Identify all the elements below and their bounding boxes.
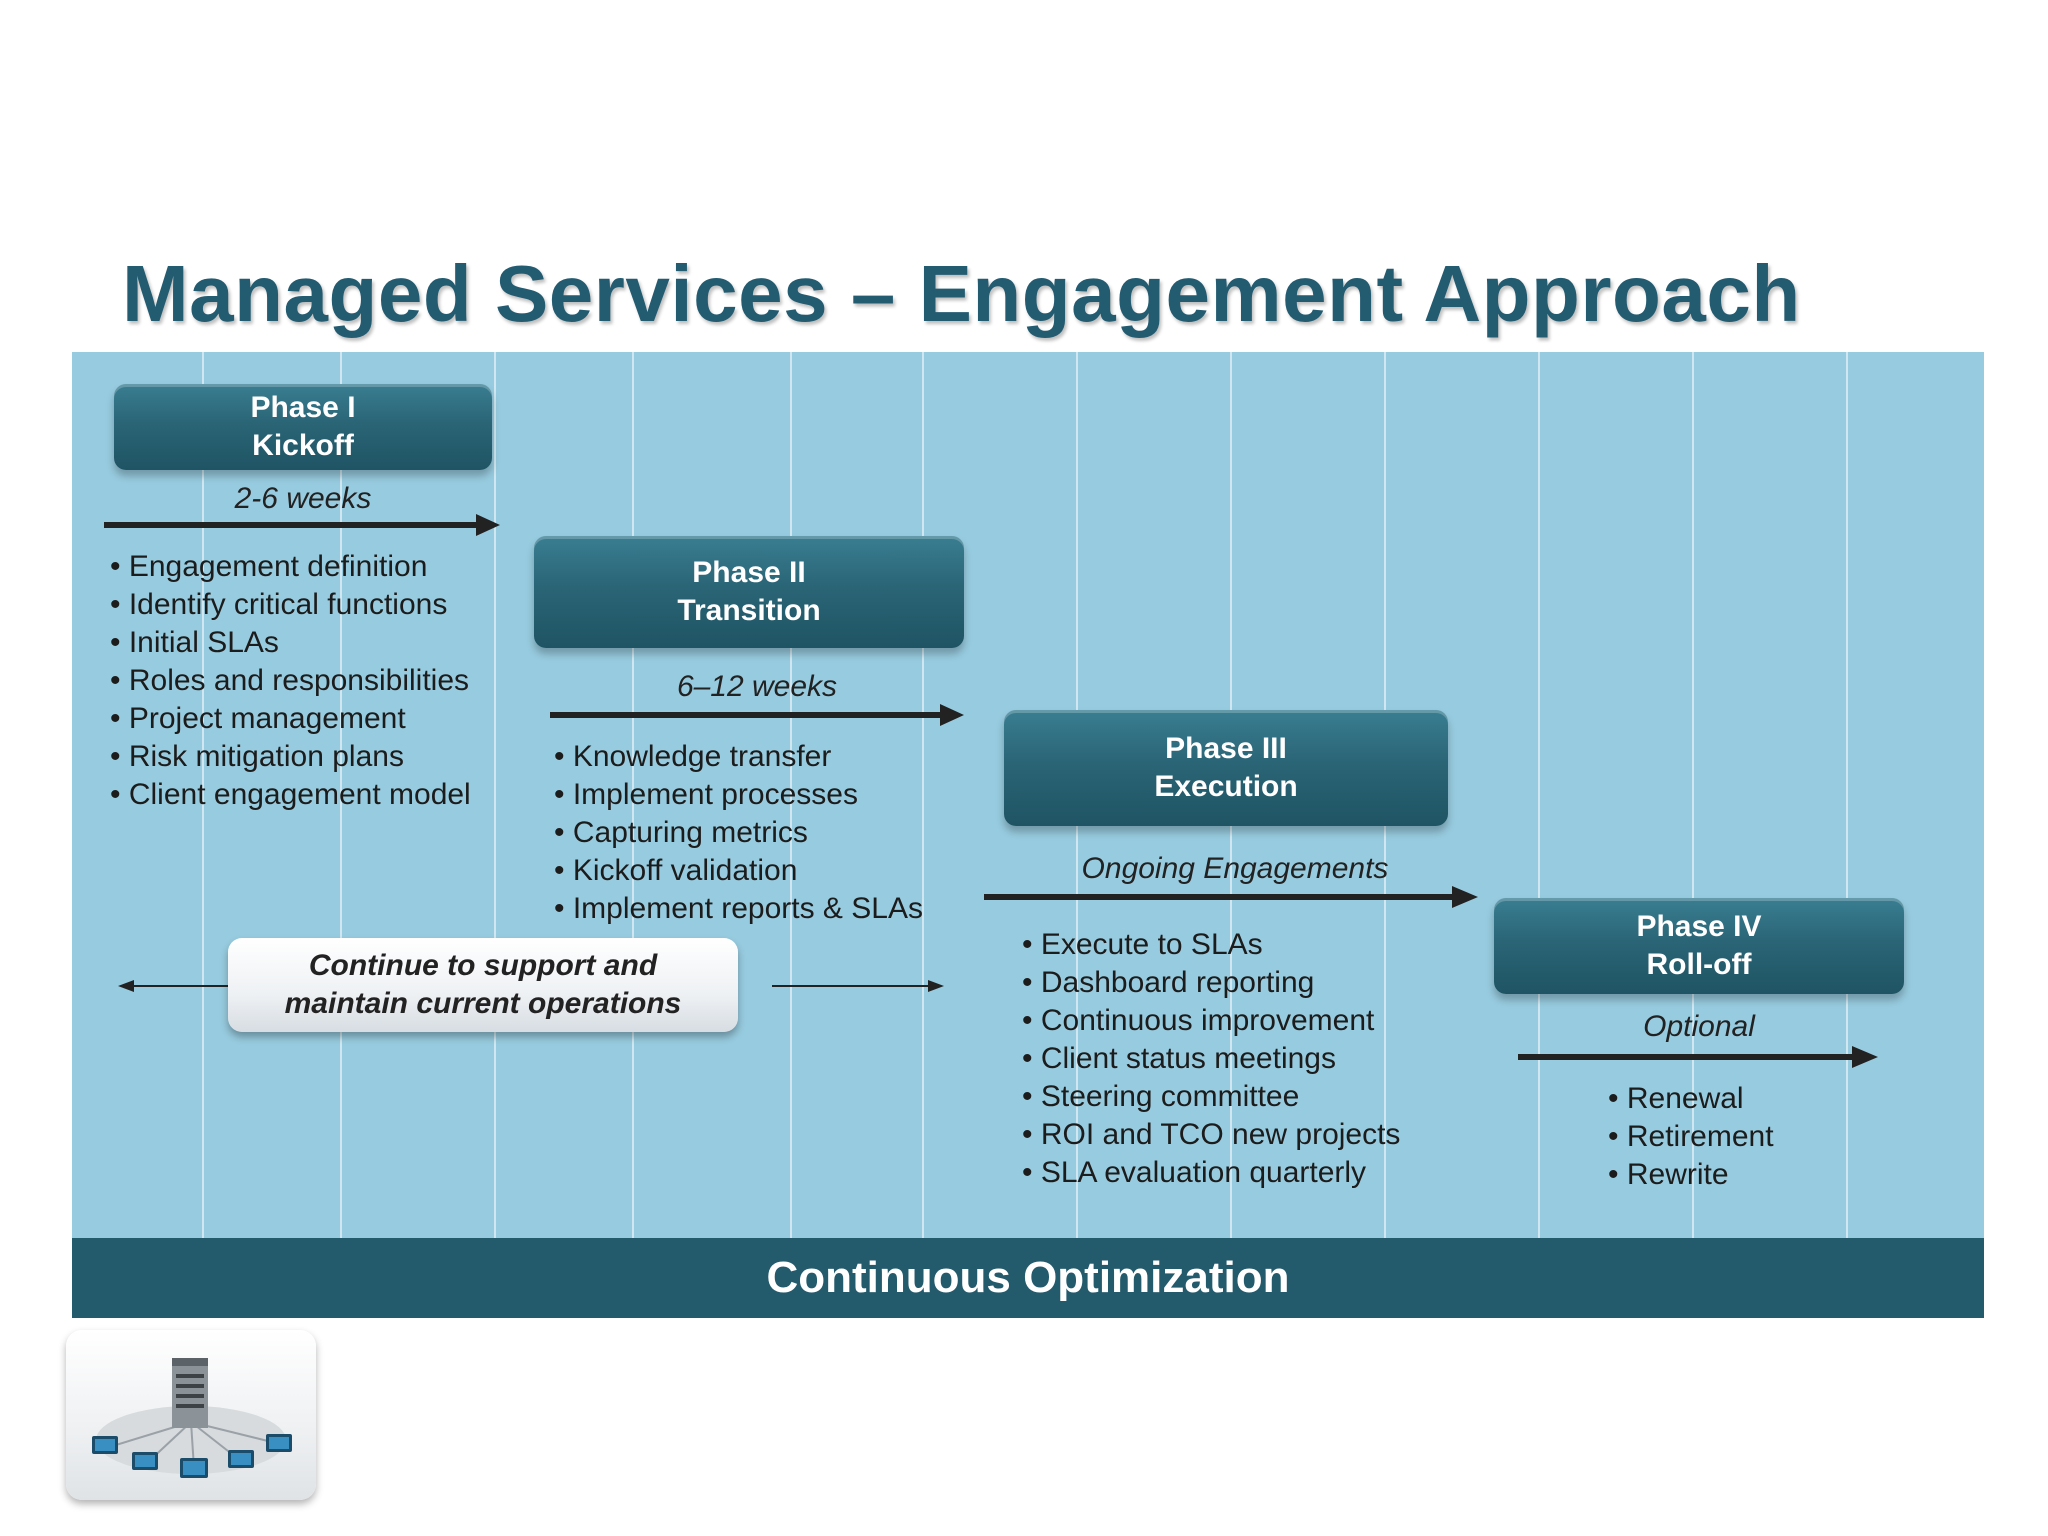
support-callout: Continue to support and maintain current…	[228, 938, 738, 1032]
list-item: Knowledge transfer	[554, 738, 923, 776]
phase-3-arrow	[984, 886, 1478, 908]
list-item: Capturing metrics	[554, 814, 923, 852]
phase-2-box: Phase II Transition	[534, 536, 964, 648]
footer-label: Continuous Optimization	[766, 1253, 1290, 1302]
phase-2-subtitle: Transition	[677, 594, 821, 627]
grid-line	[1538, 352, 1540, 1238]
list-item: Implement reports & SLAs	[554, 890, 923, 928]
phase-2-title: Phase II	[692, 556, 806, 589]
phase-2-arrow	[550, 704, 964, 726]
list-item: Roles and responsibilities	[110, 662, 471, 700]
continuous-optimization-bar: Continuous Optimization	[72, 1238, 1984, 1318]
phase-4-duration: Optional	[1643, 1010, 1755, 1043]
support-left-arrow	[118, 980, 228, 992]
phase-1-arrow	[104, 514, 500, 536]
list-item: Steering committee	[1022, 1078, 1400, 1116]
list-item: Identify critical functions	[110, 586, 471, 624]
phase-1-list: Engagement definition Identify critical …	[110, 548, 471, 814]
list-item: Continuous improvement	[1022, 1002, 1400, 1040]
phase-2-duration: 6–12 weeks	[676, 670, 838, 703]
list-item: SLA evaluation quarterly	[1022, 1154, 1400, 1192]
phase-4-list: Renewal Retirement Rewrite	[1608, 1080, 1774, 1194]
phase-4-arrow	[1518, 1046, 1878, 1068]
grid-line	[922, 352, 924, 1238]
list-item: Dashboard reporting	[1022, 964, 1400, 1002]
list-item: Risk mitigation plans	[110, 738, 471, 776]
list-item: Initial SLAs	[110, 624, 471, 662]
list-item: Kickoff validation	[554, 852, 923, 890]
list-item: Retirement	[1608, 1118, 1774, 1156]
list-item: Rewrite	[1608, 1156, 1774, 1194]
list-item: Implement processes	[554, 776, 923, 814]
phase-3-duration: Ongoing Engagements	[1081, 852, 1389, 885]
phase-3-title: Phase III	[1165, 732, 1287, 765]
list-item: Client status meetings	[1022, 1040, 1400, 1078]
phase-4-box: Phase IV Roll-off	[1494, 898, 1904, 994]
phase-3-box: Phase III Execution	[1004, 710, 1448, 826]
phase-1-duration: 2-6 weeks	[234, 482, 372, 515]
list-item: ROI and TCO new projects	[1022, 1116, 1401, 1154]
phase-4-title: Phase IV	[1636, 910, 1762, 943]
list-item: Renewal	[1608, 1080, 1774, 1118]
support-line-2: maintain current operations	[284, 987, 682, 1020]
page-title: Managed Services – Engagement Approach	[122, 249, 1801, 338]
phase-3-list: Execute to SLAs Dashboard reporting Cont…	[1022, 926, 1401, 1192]
phase-4-subtitle: Roll-off	[1646, 948, 1752, 981]
phase-3-subtitle: Execution	[1154, 770, 1298, 803]
network-computers-icon	[66, 1330, 316, 1500]
list-item: Project management	[110, 700, 471, 738]
phase-2-list: Knowledge transfer Implement processes C…	[554, 738, 923, 928]
grid-line	[494, 352, 496, 1238]
grid-line	[1846, 352, 1848, 1238]
support-right-arrow	[772, 980, 944, 992]
list-item: Execute to SLAs	[1022, 926, 1400, 964]
phase-1-subtitle: Kickoff	[252, 429, 354, 462]
grid-line	[1692, 352, 1694, 1238]
list-item: Client engagement model	[110, 776, 471, 814]
phase-1-title: Phase I	[250, 391, 356, 424]
phase-1-box: Phase I Kickoff	[114, 384, 492, 470]
support-line-1: Continue to support and	[308, 949, 658, 982]
list-item: Engagement definition	[110, 548, 471, 586]
